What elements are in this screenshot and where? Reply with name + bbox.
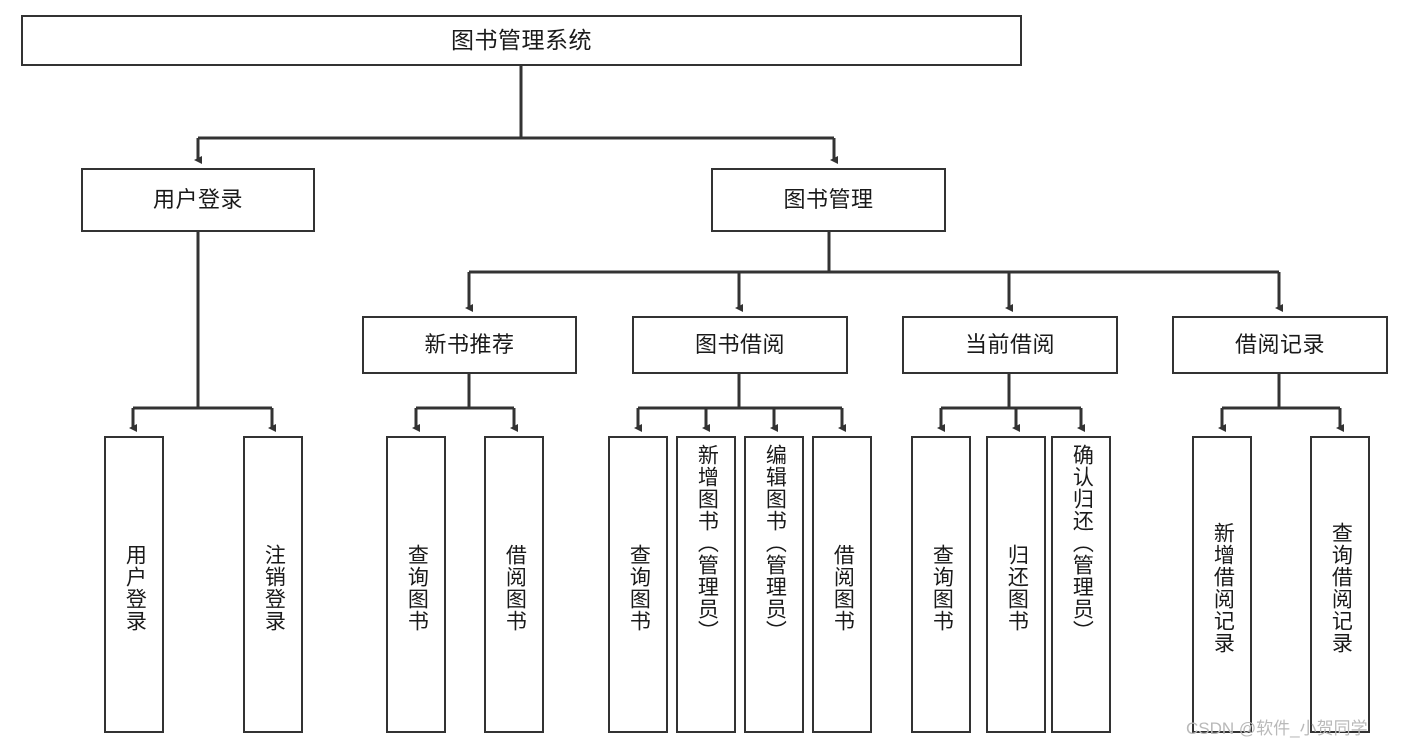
node-book-manage-label: 图书管理 <box>783 187 874 213</box>
node-current-borrow[interactable]: 当前借阅 <box>902 316 1118 374</box>
node-leaf-query-book-3-label: 查询图书 <box>930 543 954 632</box>
edges-bookmanage-to-level3 <box>465 232 1283 312</box>
node-root-system[interactable]: 图书管理系统 <box>21 15 1022 66</box>
node-leaf-add-record[interactable]: 新增借阅记录 <box>1192 436 1252 733</box>
node-new-book-recommend-label: 新书推荐 <box>424 332 515 358</box>
node-leaf-return-book-label: 归还图书 <box>1005 543 1029 632</box>
node-borrow-record-label: 借阅记录 <box>1234 332 1325 358</box>
node-book-borrow[interactable]: 图书借阅 <box>632 316 848 374</box>
edges-record-to-leaves <box>1218 374 1344 432</box>
node-leaf-query-book-3[interactable]: 查询图书 <box>911 436 971 733</box>
node-leaf-query-record-label: 查询借阅记录 <box>1329 521 1353 654</box>
node-leaf-query-book-1-label: 查询图书 <box>405 543 429 632</box>
node-leaf-borrow-book-2[interactable]: 借阅图书 <box>812 436 872 733</box>
node-user-login[interactable]: 用户登录 <box>81 168 315 232</box>
edges-borrow-to-leaves <box>634 374 846 432</box>
node-user-login-label: 用户登录 <box>152 187 243 213</box>
node-leaf-return-book[interactable]: 归还图书 <box>986 436 1046 733</box>
node-leaf-add-book-label: 新增图书（管理员） <box>695 444 719 642</box>
node-leaf-confirm-return[interactable]: 确认归还（管理员） <box>1051 436 1111 733</box>
node-leaf-user-login-label: 用户登录 <box>123 543 147 632</box>
node-leaf-add-record-label: 新增借阅记录 <box>1211 521 1235 654</box>
node-leaf-edit-book-label: 编辑图书（管理员） <box>763 444 787 642</box>
edges-root-to-level2 <box>194 66 838 164</box>
node-borrow-record[interactable]: 借阅记录 <box>1172 316 1388 374</box>
node-leaf-query-book-1[interactable]: 查询图书 <box>386 436 446 733</box>
node-root-system-label: 图书管理系统 <box>451 26 592 53</box>
node-new-book-recommend[interactable]: 新书推荐 <box>362 316 577 374</box>
node-book-borrow-label: 图书借阅 <box>694 332 785 358</box>
node-leaf-user-logout-label: 注销登录 <box>262 543 286 632</box>
node-leaf-query-record[interactable]: 查询借阅记录 <box>1310 436 1370 733</box>
node-leaf-edit-book[interactable]: 编辑图书（管理员） <box>744 436 804 733</box>
edges-current-to-leaves <box>937 374 1085 432</box>
csdn-watermark: CSDN @软件_小贺同学 <box>1186 719 1368 738</box>
node-leaf-borrow-book-2-label: 借阅图书 <box>831 543 855 632</box>
node-leaf-query-book-2-label: 查询图书 <box>627 543 651 632</box>
node-book-manage[interactable]: 图书管理 <box>711 168 946 232</box>
edges-userlogin-to-leaves <box>129 232 276 432</box>
node-leaf-confirm-return-label: 确认归还（管理员） <box>1070 444 1094 642</box>
node-leaf-user-logout[interactable]: 注销登录 <box>243 436 303 733</box>
node-leaf-add-book[interactable]: 新增图书（管理员） <box>676 436 736 733</box>
node-current-borrow-label: 当前借阅 <box>964 332 1055 358</box>
edges-recommend-to-leaves <box>412 374 518 432</box>
node-leaf-query-book-2[interactable]: 查询图书 <box>608 436 668 733</box>
node-leaf-borrow-book-1-label: 借阅图书 <box>503 543 527 632</box>
node-leaf-user-login[interactable]: 用户登录 <box>104 436 164 733</box>
node-leaf-borrow-book-1[interactable]: 借阅图书 <box>484 436 544 733</box>
